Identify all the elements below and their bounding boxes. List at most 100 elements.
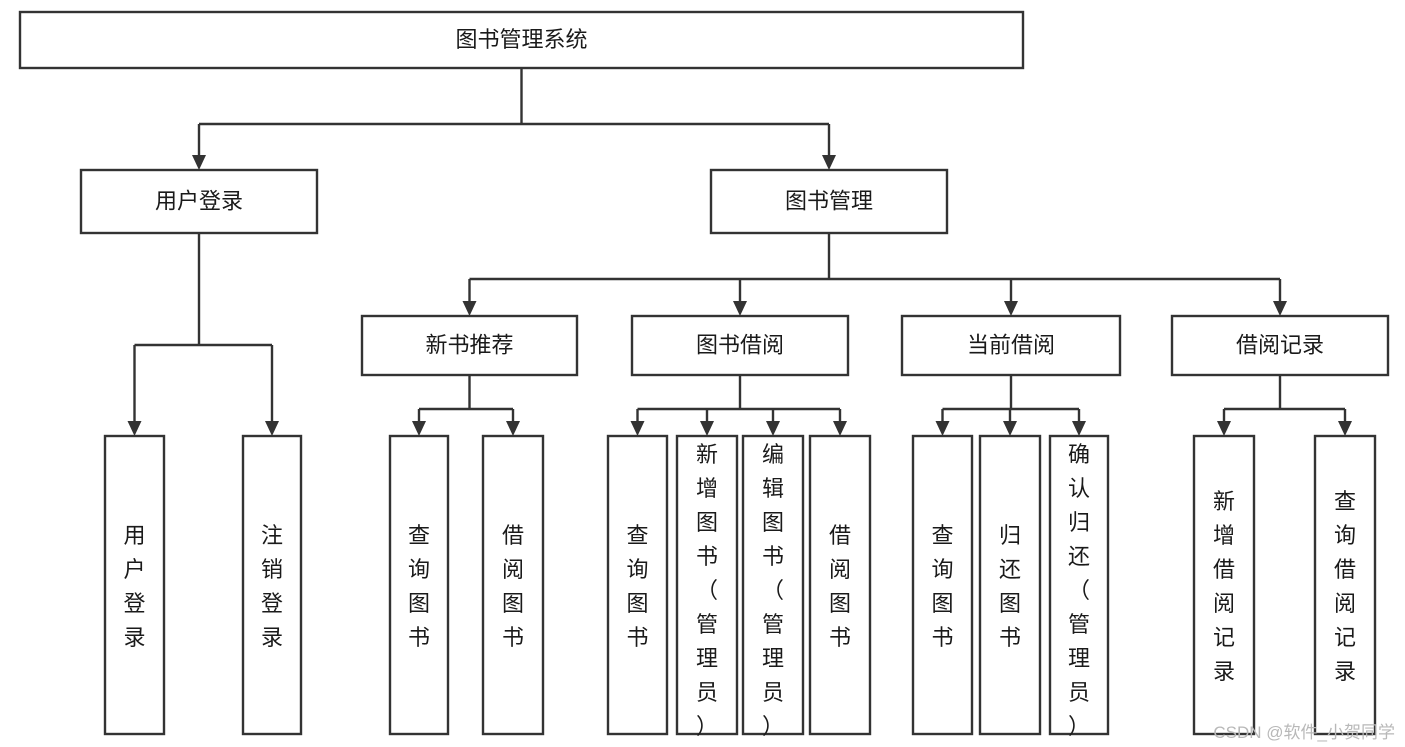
node-label-char: 书 — [696, 544, 718, 569]
node-label-char: 确 — [1068, 442, 1090, 467]
node-box[interactable] — [481, 434, 545, 736]
node-c_return[interactable]: 归还图书归还图书 — [978, 434, 1042, 736]
node-label-char: 询 — [408, 557, 430, 582]
node-current[interactable]: 当前借阅 — [900, 314, 1122, 377]
node-label-char: 登 — [261, 591, 283, 616]
node-label-char: 书 — [931, 625, 953, 650]
node-label-char: 管 — [1068, 612, 1090, 637]
node-box[interactable] — [103, 434, 166, 736]
node-label-char: 记 — [1334, 625, 1356, 650]
node-label-char: 阅 — [829, 557, 851, 582]
node-box[interactable] — [388, 434, 450, 736]
node-box[interactable] — [808, 434, 872, 736]
node-box[interactable] — [1048, 434, 1110, 736]
node-label-char: 询 — [931, 557, 953, 582]
node-r_query[interactable]: 查询借阅记录查询借阅记录 — [1313, 434, 1377, 736]
node-bookmgmt[interactable]: 图书管理 — [709, 168, 949, 235]
node-label-char: 编 — [762, 442, 784, 467]
node-box[interactable] — [978, 434, 1042, 736]
node-box[interactable] — [1170, 314, 1390, 377]
node-b_query[interactable]: 查询图书查询图书 — [606, 434, 669, 736]
node-box[interactable] — [1192, 434, 1256, 736]
node-r_add[interactable]: 新增借阅记录新增借阅记录 — [1192, 434, 1256, 736]
node-label-char: 还 — [1068, 544, 1090, 569]
node-records[interactable]: 借阅记录 — [1170, 314, 1390, 377]
edge-arrowhead — [1004, 301, 1018, 316]
node-box[interactable] — [241, 434, 303, 736]
node-label-char: 阅 — [1213, 591, 1235, 616]
node-label-char: 查 — [931, 523, 953, 548]
node-label-char: 图 — [829, 591, 851, 616]
node-label: 用户登录 — [155, 188, 243, 213]
node-box[interactable] — [1313, 434, 1377, 736]
node-label-char: 新 — [1213, 489, 1235, 514]
node-label: 图书借阅 — [696, 332, 784, 357]
node-label-char: 归 — [999, 523, 1021, 548]
edge-arrowhead — [462, 301, 477, 316]
node-label-char: ） — [762, 714, 784, 739]
node-label-char: 书 — [762, 544, 784, 569]
node-label-char: （ — [1068, 578, 1090, 603]
node-box[interactable] — [675, 434, 739, 736]
edge-arrowhead — [412, 421, 426, 436]
node-login[interactable]: 用户登录 — [79, 168, 319, 235]
node-label-char: 认 — [1068, 476, 1090, 501]
node-box[interactable] — [360, 314, 579, 377]
node-label-char: 书 — [502, 625, 524, 650]
node-label-char: 图 — [502, 591, 524, 616]
node-label-char: 辑 — [762, 476, 784, 501]
node-box[interactable] — [900, 314, 1122, 377]
node-label-char: 图 — [696, 510, 718, 535]
watermark-label: CSDN @软件_小贺同学 — [1213, 723, 1395, 742]
edge-arrowhead — [1217, 421, 1231, 436]
node-n_borrow[interactable]: 借阅图书借阅图书 — [481, 434, 545, 736]
node-label-char: 员 — [696, 680, 718, 705]
node-label-char: （ — [696, 578, 718, 603]
node-box[interactable] — [79, 168, 319, 235]
node-l_logout[interactable]: 注销登录注销登录 — [241, 434, 303, 736]
node-label-char: 图 — [626, 591, 648, 616]
node-label: 新书推荐 — [425, 332, 513, 357]
node-b_lend[interactable]: 借阅图书借阅图书 — [808, 434, 872, 736]
node-c_query[interactable]: 查询图书查询图书 — [911, 434, 974, 736]
node-label: 借阅记录 — [1236, 332, 1324, 357]
node-l_login[interactable]: 用户登录用户登录 — [103, 434, 166, 736]
node-label-char: 书 — [829, 625, 851, 650]
node-label-char: 用 — [123, 523, 145, 548]
edge-arrowhead — [1273, 301, 1287, 316]
node-label-char: 增 — [696, 476, 718, 501]
node-box[interactable] — [606, 434, 669, 736]
node-label-char: 查 — [626, 523, 648, 548]
node-borrow[interactable]: 图书借阅 — [630, 314, 850, 377]
edge-arrowhead — [1338, 421, 1352, 436]
node-label-char: 查 — [408, 523, 430, 548]
node-root[interactable]: 图书管理系统 — [18, 10, 1025, 70]
node-box[interactable] — [911, 434, 974, 736]
node-label-char: 销 — [261, 557, 283, 582]
node-label-char: 增 — [1213, 523, 1235, 548]
node-box[interactable] — [630, 314, 850, 377]
node-label: 图书管理系统 — [455, 27, 587, 52]
node-n_query[interactable]: 查询图书查询图书 — [388, 434, 450, 736]
node-label-char: 书 — [999, 625, 1021, 650]
node-label-char: 录 — [261, 625, 283, 650]
edge-arrowhead — [506, 421, 520, 436]
node-box[interactable] — [709, 168, 949, 235]
node-label-char: 理 — [1068, 646, 1090, 671]
edge-arrowhead — [822, 155, 836, 170]
node-box[interactable] — [741, 434, 805, 736]
edge-arrowhead — [630, 421, 645, 436]
edge-arrowhead — [733, 301, 747, 316]
node-label-char: 注 — [261, 523, 283, 548]
node-label-char: 管 — [696, 612, 718, 637]
node-layer: 图书管理系统用户登录图书管理新书推荐图书借阅当前借阅借阅记录用户登录用户登录注销… — [18, 10, 1390, 739]
node-box[interactable] — [18, 10, 1025, 70]
node-label-char: 借 — [502, 523, 524, 548]
node-label-char: 理 — [696, 646, 718, 671]
node-label-char: 图 — [762, 510, 784, 535]
node-newbook[interactable]: 新书推荐 — [360, 314, 579, 377]
